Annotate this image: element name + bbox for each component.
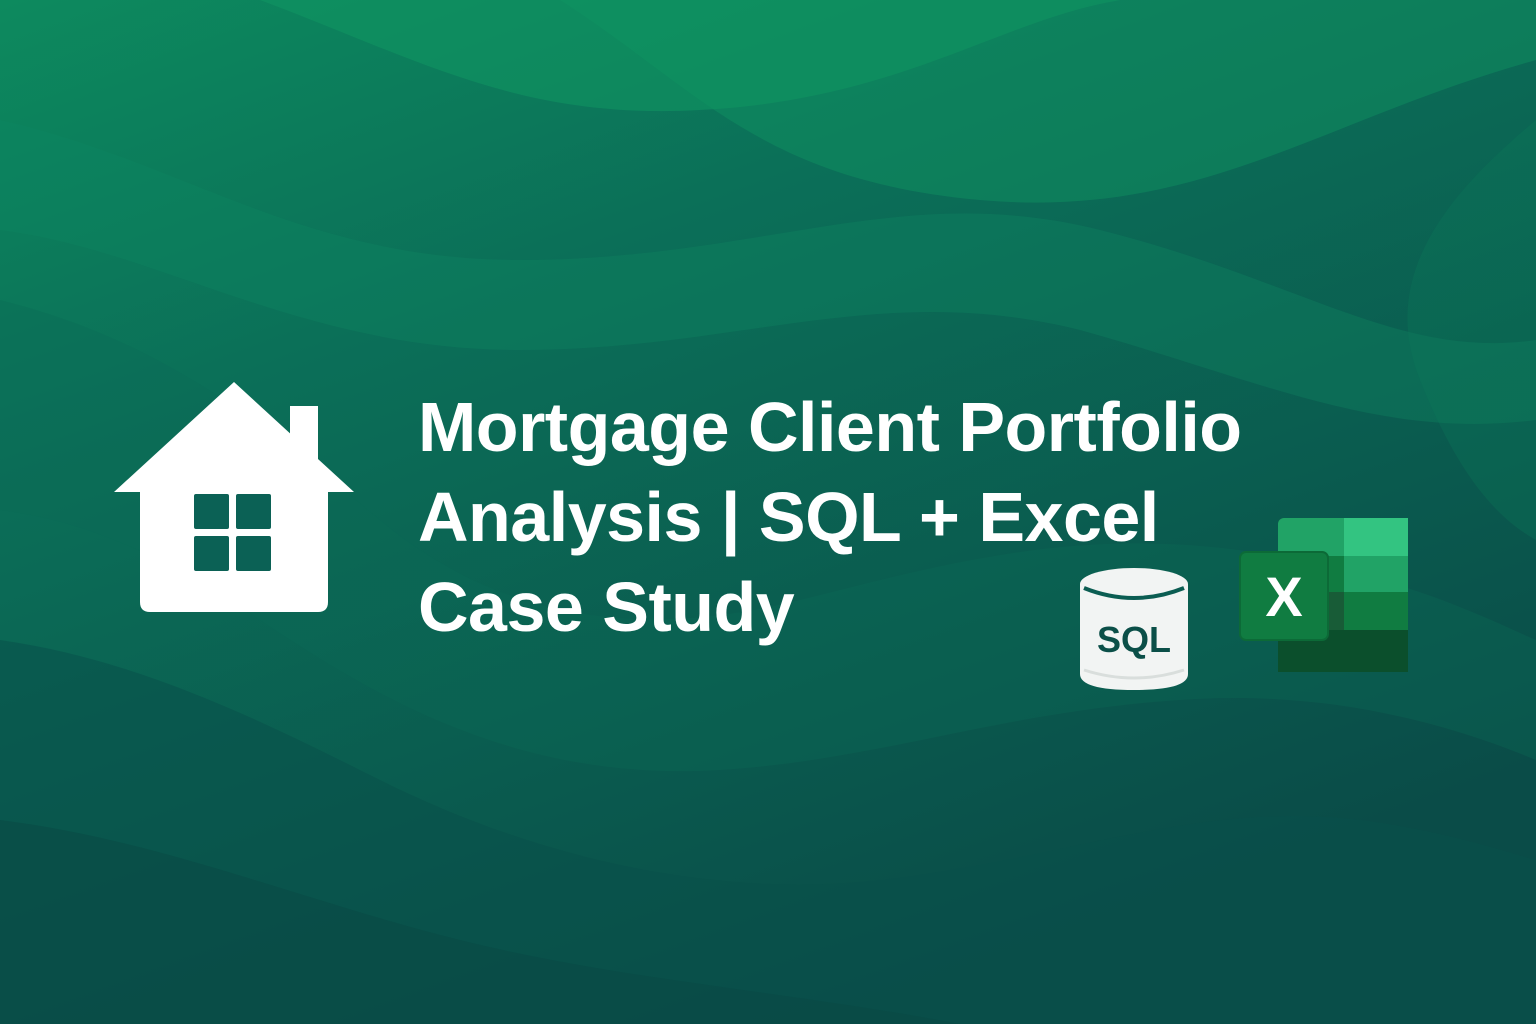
title-line-3: Case Study bbox=[418, 568, 795, 646]
house-icon bbox=[114, 382, 354, 612]
excel-icon: X bbox=[1239, 518, 1408, 672]
sql-database-icon: SQL bbox=[1080, 568, 1188, 690]
sql-label: SQL bbox=[1097, 619, 1171, 660]
page-title: Mortgage Client Portfolio Analysis | SQL… bbox=[418, 382, 1398, 652]
title-line-1: Mortgage Client Portfolio bbox=[418, 388, 1242, 466]
title-line-2: Analysis | SQL + Excel bbox=[418, 478, 1159, 556]
excel-letter: X bbox=[1265, 565, 1302, 628]
